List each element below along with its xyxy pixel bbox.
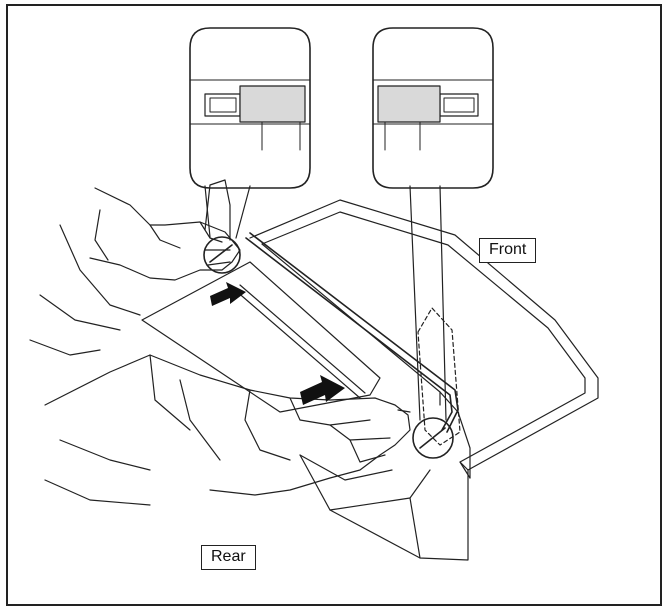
right-hand	[44, 354, 411, 506]
zoom-bubble-left	[189, 27, 311, 189]
zoom-left-tab	[239, 85, 306, 123]
left-hand	[29, 179, 241, 356]
guide-line	[234, 284, 366, 399]
front-rail	[245, 232, 459, 433]
callout-circle-right	[412, 417, 454, 459]
hidden-part-outline	[417, 307, 461, 446]
callout-connectors	[204, 185, 447, 421]
zoom-right-tab	[377, 85, 441, 123]
push-arrow-upper	[210, 282, 246, 306]
front-label: Front	[479, 238, 537, 263]
push-arrow-lower	[300, 375, 345, 405]
tray-body	[249, 199, 599, 561]
callout-circle-left	[203, 236, 241, 274]
paper-sheet	[141, 261, 381, 413]
rear-label: Rear	[201, 545, 256, 570]
